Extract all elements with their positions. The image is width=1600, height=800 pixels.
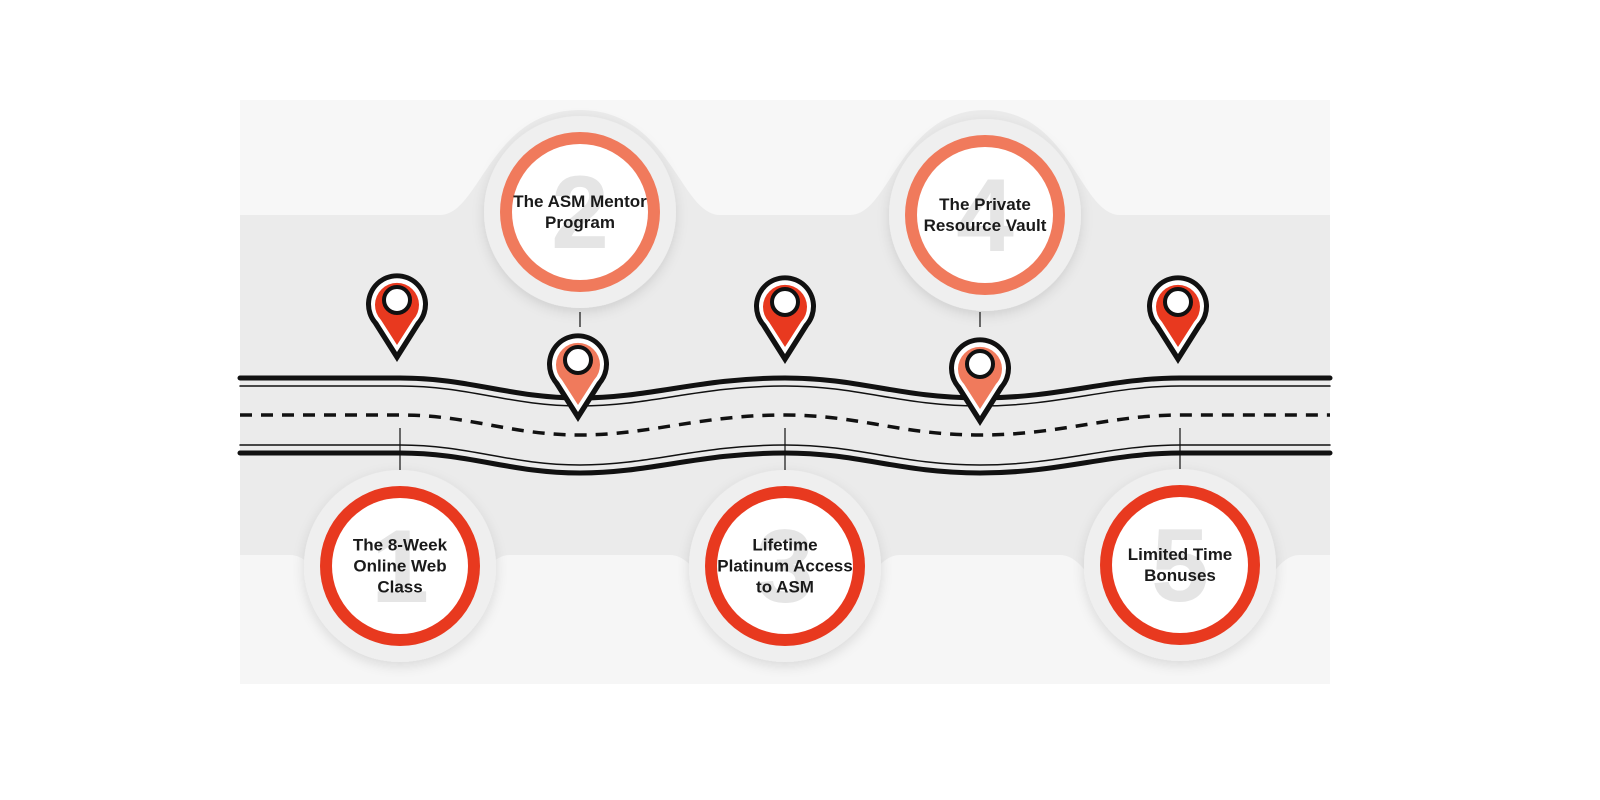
map-pin-icon xyxy=(754,275,816,364)
step-5-circle: 5 xyxy=(1084,469,1276,661)
map-pin-icon xyxy=(949,337,1011,426)
step-3-number: 3 xyxy=(756,509,814,625)
connectors xyxy=(399,312,1181,470)
step-2-number: 2 xyxy=(551,155,609,271)
step-3-circle: 3 xyxy=(689,470,881,662)
road-top-edge-inner xyxy=(239,385,1331,407)
step-2-circle: 2 xyxy=(484,116,676,308)
road-top-edge xyxy=(237,375,1333,401)
step-4-circle: 4 xyxy=(889,119,1081,311)
map-pin-icon xyxy=(1147,275,1209,364)
map-pin-icon xyxy=(366,273,428,362)
map-pin-icon xyxy=(547,333,609,422)
step-4-number: 4 xyxy=(956,158,1014,274)
road-center-line xyxy=(240,413,1330,437)
map-pins xyxy=(366,273,1209,426)
step-5-number: 5 xyxy=(1151,508,1209,624)
step-circles: 1 2 3 4 5 xyxy=(304,116,1276,662)
step-1-number: 1 xyxy=(371,509,429,625)
step-1-circle: 1 xyxy=(304,470,496,662)
